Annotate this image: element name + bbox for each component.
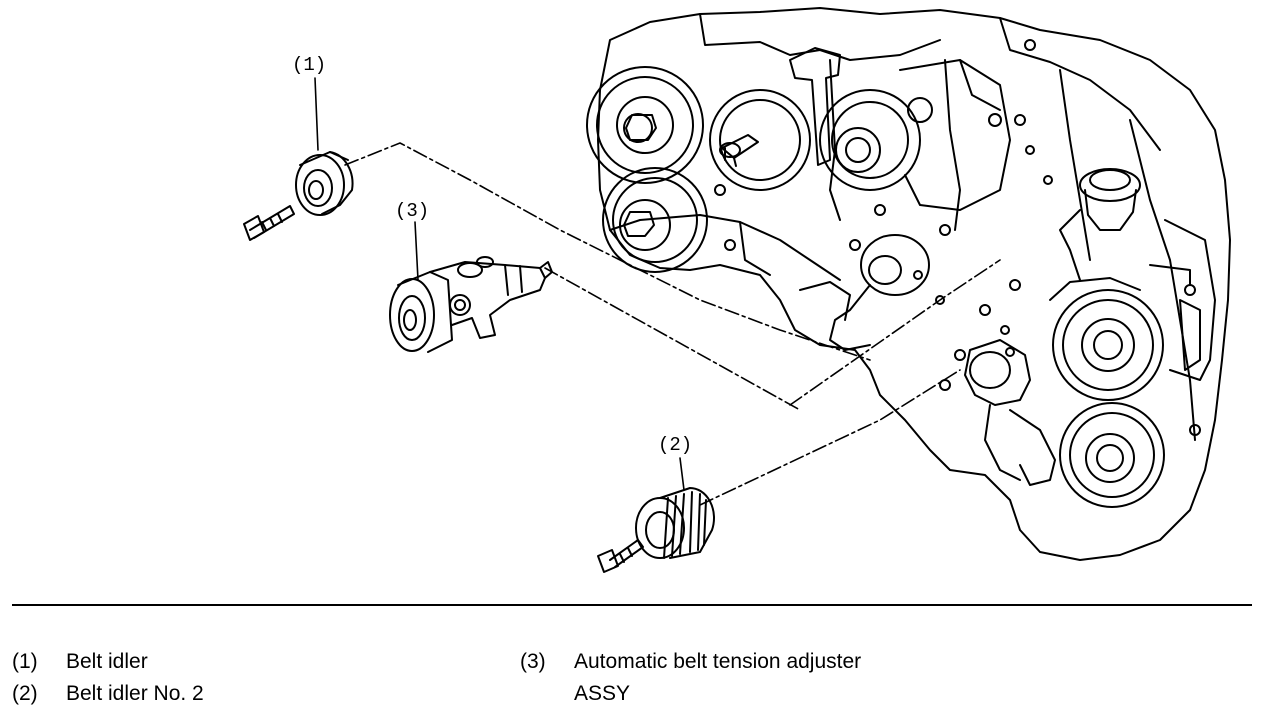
exploded-view-diagram: (1) (3) (2) — [243, 7, 1231, 573]
legend-number: (3) — [520, 650, 546, 673]
legend-item-tension-adjuster: (3) Automatic belt tension adjuster ASSY — [520, 646, 1220, 710]
assembly-guide-lines — [344, 142, 1001, 506]
legend-number: (2) — [12, 682, 38, 705]
idler-pulley-center — [709, 89, 811, 191]
legend-text: Belt idler — [66, 650, 148, 673]
callout-3-label: (3) — [395, 200, 429, 222]
filler-cap — [1059, 168, 1141, 281]
ac-compressor-pulley — [1059, 402, 1165, 508]
belt-idler-bolt — [243, 205, 295, 241]
belt-idler-no2-bolt — [597, 539, 644, 573]
parts-legend: (1) Belt idler (2) Belt idler No. 2 (3) … — [0, 646, 1264, 726]
crank-pulley-lower — [602, 167, 708, 273]
alternator-housing — [899, 59, 1011, 211]
idler-mount — [799, 234, 930, 351]
legend-text: Automatic belt tension adjuster ASSY — [574, 650, 862, 705]
leader-lines — [314, 77, 685, 491]
power-steering-pulley — [1049, 277, 1164, 401]
callout-1-label: (1) — [292, 54, 326, 76]
water-pump-pulley — [819, 89, 921, 191]
tensioner-mount — [964, 339, 1056, 486]
legend-number: (1) — [12, 650, 38, 673]
belt-idler-part — [295, 151, 354, 216]
auto-tensioner-part — [389, 256, 553, 353]
crank-pulley-upper — [586, 66, 704, 184]
engine-block — [586, 7, 1231, 561]
callout-2-label: (2) — [658, 434, 692, 456]
belt-idler-no2-part — [635, 487, 716, 559]
legend-divider — [12, 604, 1252, 606]
legend-text: Belt idler No. 2 — [66, 682, 204, 705]
